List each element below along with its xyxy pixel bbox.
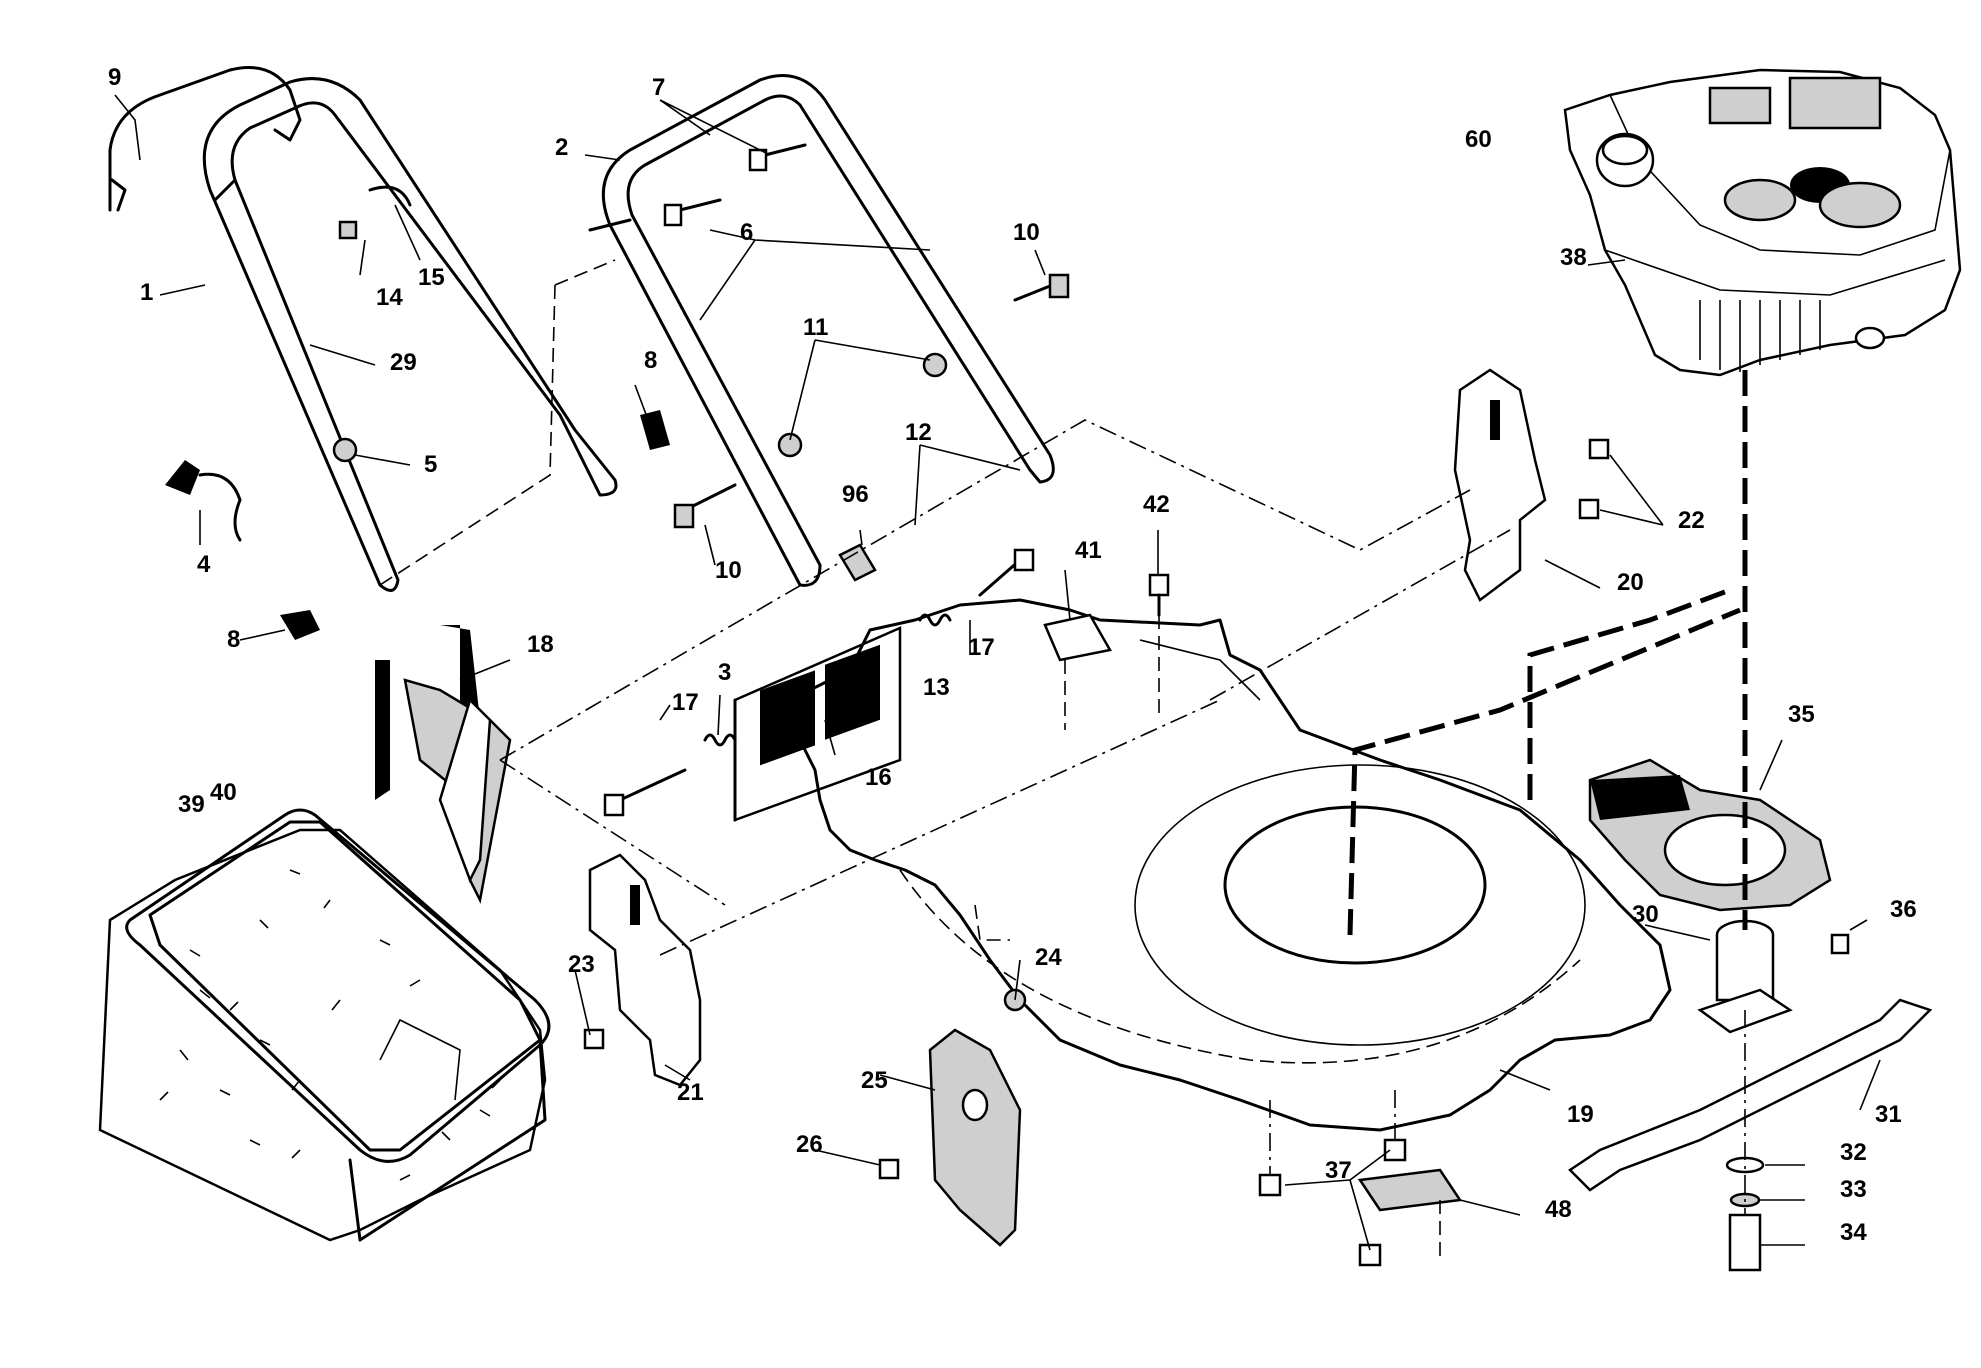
callout-10-handle-bolt: 10 [1013, 219, 1040, 246]
callout-26-screw: 26 [796, 1131, 823, 1158]
callout-21-height-adjuster-bracket: 21 [677, 1079, 704, 1106]
callout-17-rod: 17 [968, 634, 995, 661]
connection-lines [379, 259, 1748, 1260]
height-adjuster-bracket-left [588, 853, 702, 1087]
callout-38-engine: 38 [1560, 244, 1587, 271]
blade [1568, 998, 1933, 1192]
callout-30-blade-adapter: 30 [1632, 901, 1659, 928]
callout-33-lock-washer: 33 [1840, 1176, 1867, 1203]
callout-8-handle-knob: 8 [644, 347, 657, 374]
height-adjuster-bracket-right [1453, 368, 1547, 602]
callout-12-hairpin-clip: 12 [905, 419, 932, 446]
callout-leaders [114, 94, 1881, 1251]
blade-brake [1588, 758, 1832, 912]
mower-deck [788, 598, 1672, 1132]
callout-16-rear-door: 16 [865, 764, 892, 791]
callout-2-upper-handle: 2 [555, 134, 568, 161]
callout-40-bag-frame: 40 [210, 779, 237, 806]
callout-29-throttle-cable: 29 [390, 349, 417, 376]
engine [1563, 68, 1962, 377]
callout-42-bolt: 42 [1143, 491, 1170, 518]
blade-adapter [1697, 919, 1793, 1034]
small-parts [165, 143, 1850, 1272]
chute-deflector [375, 625, 512, 904]
callout-9-control-bail: 9 [108, 64, 121, 91]
callout-22-screw: 22 [1678, 507, 1705, 534]
upper-handle [588, 74, 1055, 587]
lower-handle [202, 77, 618, 592]
part-number-labels: 1234567889101011121314151617171819202122… [108, 64, 1917, 1246]
callout-60-engine-assembly: 60 [1465, 126, 1492, 153]
grass-bag [98, 808, 551, 1242]
rear-door [733, 626, 902, 822]
callout-6-cable-tie: 6 [740, 219, 753, 246]
callout-39-grass-bag: 39 [178, 791, 205, 818]
control-bail [108, 66, 302, 212]
callout-15-cable-clip: 15 [418, 264, 445, 291]
callout-8-handle-knob: 8 [227, 626, 240, 653]
callout-18-chute-deflector: 18 [527, 631, 554, 658]
callout-24-nut: 24 [1035, 944, 1062, 971]
callout-1-lower-handle: 1 [140, 279, 153, 306]
callout-19-mower-deck: 19 [1567, 1101, 1594, 1128]
callout-4-handle-knob-with-cable: 4 [197, 551, 211, 578]
callout-31-blade: 31 [1875, 1101, 1902, 1128]
callout-20-height-adjuster-bracket: 20 [1617, 569, 1644, 596]
callout-3-spring: 3 [718, 659, 731, 686]
callout-36-screw: 36 [1890, 896, 1917, 923]
mulch-plug [928, 1028, 1022, 1247]
callout-5-nut: 5 [424, 451, 437, 478]
callout-32-washer: 32 [1840, 1139, 1867, 1166]
callout-96-cable-clamp: 96 [842, 481, 869, 508]
callout-41-deflector-plate: 41 [1075, 537, 1102, 564]
callout-23-screw: 23 [568, 951, 595, 978]
callout-17-rod: 17 [672, 689, 699, 716]
callout-35-blade-brake: 35 [1788, 701, 1815, 728]
callout-34-blade-bolt: 34 [1840, 1219, 1867, 1246]
callout-14-screw: 14 [376, 284, 403, 311]
callout-7-bolt: 7 [652, 74, 665, 101]
callout-25-mulch-plug: 25 [861, 1067, 888, 1094]
callout-37-screw: 37 [1325, 1157, 1352, 1184]
callout-11-nut: 11 [803, 314, 828, 341]
callout-48-baffle: 48 [1545, 1196, 1572, 1223]
callout-13-spring: 13 [923, 674, 950, 701]
callout-10-handle-bolt: 10 [715, 557, 742, 584]
